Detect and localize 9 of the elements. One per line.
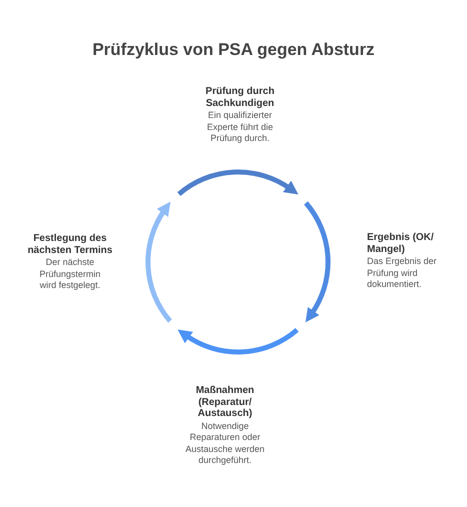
step-title: Festlegung des nächsten Termins [26,233,114,256]
step-title: Maßnahmen (Reparatur/ Austausch) [194,385,256,420]
step-description: Der nächste Prüfungstermin wird festgelegt. [38,257,102,292]
step-title: Prüfung durch Sachkundigen [204,86,276,109]
step-title: Ergebnis (OK/ Mangel) [367,232,435,255]
step-description: Das Ergebnis der Prüfung wird dokumentiert. [367,256,438,290]
step-description: Ein qualifizierter Experte führt die Prüfung durch. [206,110,274,144]
diagram-title: Prüfzyklus von PSA gegen Absturz [91,39,376,61]
step-description: Notwendige Reparaturen oder Austausche werden durchgeführt. [184,420,266,466]
